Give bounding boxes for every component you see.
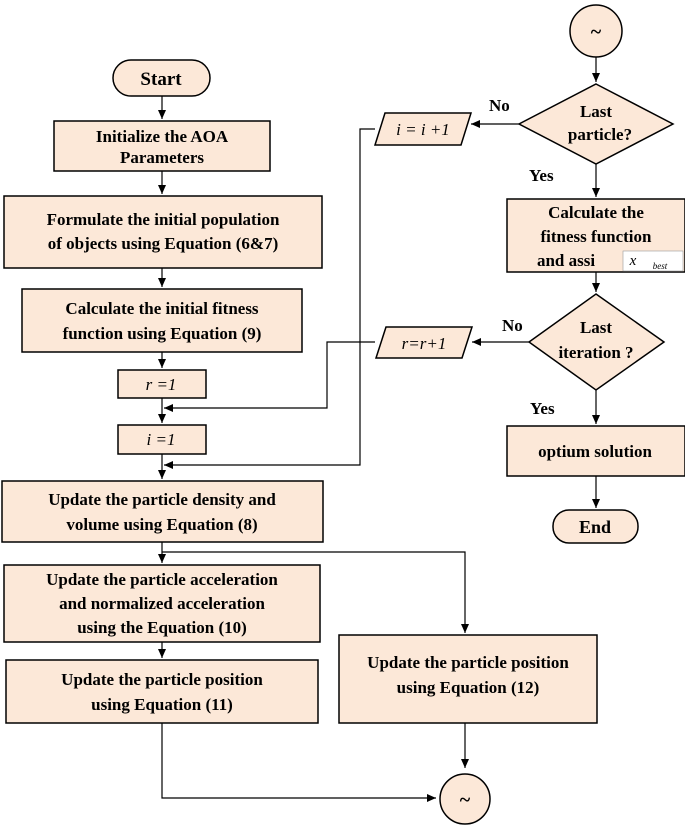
node-update-accel: Update the particle acceleration and nor… <box>3 564 321 643</box>
node-formulate-line1: Formulate the initial population <box>47 210 280 229</box>
node-update-pos12-line1: Update the particle position <box>367 653 569 672</box>
connector-top: ~ <box>569 4 623 58</box>
node-update-accel-line1: Update the particle acceleration <box>46 570 278 589</box>
decision-last-particle-line1: Last <box>580 102 612 121</box>
node-i-incr: i = i +1 <box>373 112 473 146</box>
node-i-init: i =1 <box>117 424 207 455</box>
edge-branch-to-pos12 <box>162 551 469 633</box>
decision-last-iteration-line2: iteration ? <box>558 343 633 362</box>
node-update-density-line1: Update the particle density and <box>48 490 276 509</box>
node-i-init-label: i =1 <box>147 430 176 449</box>
node-end: End <box>552 509 639 544</box>
node-update-accel-line3: using the Equation (10) <box>77 618 247 637</box>
node-calc-fitness: Calculate the fitness function and assi … <box>506 198 685 273</box>
node-calc-fitness-line2: fitness function <box>541 227 653 246</box>
edge-pos11-to-connector <box>161 723 436 802</box>
node-update-pos12: Update the particle position using Equat… <box>338 634 598 724</box>
node-start-label: Start <box>140 69 182 90</box>
node-update-pos12-line2: using Equation (12) <box>397 678 540 697</box>
decision-last-particle: Last particle? <box>517 83 675 165</box>
node-r-incr: r=r+1 <box>374 326 474 359</box>
edge-r-incr-loop <box>164 341 375 412</box>
label-yes-iteration: Yes <box>530 399 555 418</box>
node-update-pos11: Update the particle position using Equat… <box>5 659 319 724</box>
connector-top-label: ~ <box>591 21 602 43</box>
decision-last-iteration-line1: Last <box>580 318 612 337</box>
node-optimum-label: optium solution <box>538 442 652 461</box>
x-best-box <box>622 250 684 272</box>
edges <box>158 57 600 802</box>
decision-last-particle-line2: particle? <box>568 125 632 144</box>
x-best-label: x <box>629 253 637 269</box>
node-init-aoa-line1: Initialize the AOA <box>96 127 229 146</box>
connector-bottom-label: ~ <box>460 789 471 811</box>
node-update-density-line2: volume using Equation (8) <box>66 515 257 534</box>
node-formulate-line2: of objects using Equation (6&7) <box>48 234 278 253</box>
node-optimum: optium solution <box>506 425 685 477</box>
node-r-incr-label: r=r+1 <box>402 334 447 353</box>
x-best-subscript: best <box>653 261 668 271</box>
node-start: Start <box>112 59 211 97</box>
node-calc-fitness-line3: and assi <box>537 251 595 270</box>
label-yes-particle: Yes <box>529 166 554 185</box>
node-calc-initial: Calculate the initial fitness function u… <box>21 288 303 353</box>
node-i-incr-label: i = i +1 <box>396 120 450 139</box>
node-update-accel-line2: and normalized acceleration <box>59 594 265 613</box>
node-init-aoa-line2: Parameters <box>120 148 204 167</box>
node-end-label: End <box>579 517 611 537</box>
node-r-init: r =1 <box>117 369 207 399</box>
node-update-density: Update the particle density and volume u… <box>1 480 324 543</box>
label-no-particle: No <box>489 96 510 115</box>
decision-last-iteration: Last iteration ? <box>527 293 666 391</box>
node-formulate: Formulate the initial population of obje… <box>3 195 323 269</box>
node-update-pos11-line2: using Equation (11) <box>91 695 233 714</box>
node-calc-initial-line2: function using Equation (9) <box>63 324 262 343</box>
node-calc-initial-line1: Calculate the initial fitness <box>65 299 259 318</box>
connector-bottom: ~ <box>439 773 491 825</box>
label-no-iteration: No <box>502 316 523 335</box>
edge-i-incr-loop <box>164 128 375 469</box>
node-calc-fitness-line1: Calculate the <box>548 203 644 222</box>
node-update-pos11-line1: Update the particle position <box>61 670 263 689</box>
node-init-aoa: Initialize the AOA Parameters <box>53 120 271 172</box>
node-r-init-label: r =1 <box>146 375 177 394</box>
